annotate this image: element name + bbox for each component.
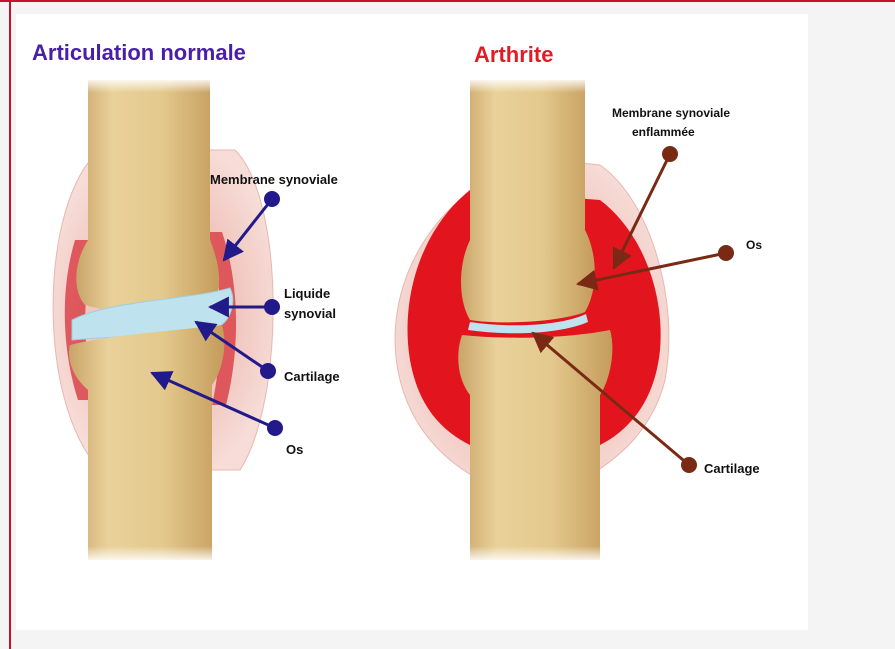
- normal-bone-dot: [267, 420, 283, 436]
- normal-title: Articulation normale: [32, 40, 246, 65]
- arthritic-label-membrane-line2: enflammée: [632, 125, 695, 139]
- normal-liquid-dot: [264, 299, 280, 315]
- arthritic-title: Arthrite: [474, 42, 553, 67]
- normal-label-cartilage: Cartilage: [284, 369, 340, 384]
- normal-cartilage-dot: [260, 363, 276, 379]
- arthritic-label-membrane-line1: Membrane synoviale: [612, 106, 730, 120]
- normal-label-liquid-line1: Liquide: [284, 286, 330, 301]
- normal-label-membrane: Membrane synoviale: [210, 172, 338, 187]
- arthritic-label-cartilage: Cartilage: [704, 461, 760, 476]
- normal-label-liquid-line2: synovial: [284, 306, 336, 321]
- arthritic-bone-dot: [718, 245, 734, 261]
- normal-membrane-dot: [264, 191, 280, 207]
- normal-label-bone: Os: [286, 442, 303, 457]
- arthritic-membrane-dot: [662, 146, 678, 162]
- arthritic-label-bone: Os: [746, 238, 762, 252]
- arthritic-cartilage-dot: [681, 457, 697, 473]
